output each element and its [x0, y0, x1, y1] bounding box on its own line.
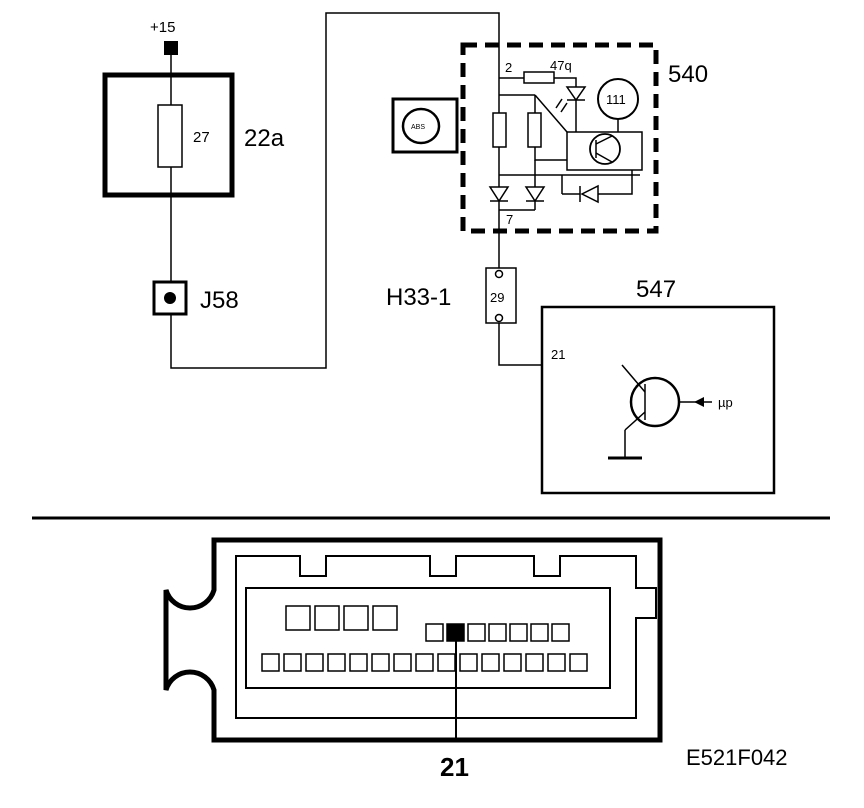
connector-pins-bottom: [261, 653, 588, 672]
connector-pin: [547, 653, 566, 672]
transistor-collector: [595, 135, 613, 145]
supply-label: +15: [150, 19, 175, 36]
connector-pin: [283, 653, 302, 672]
wire-j58-to-540: [170, 12, 500, 369]
resistor-1-icon: [492, 112, 507, 148]
connector-pin: [372, 605, 398, 631]
resistor-to-transistor-wire: [534, 94, 568, 133]
connector-h33-1-pin-bottom: [494, 313, 504, 323]
connector-pin: [569, 653, 588, 672]
connector-pin: [305, 653, 324, 672]
diode-2-icon: [524, 186, 546, 203]
resistor-2-to-transistor: [534, 147, 567, 161]
connector-j58-dot: [164, 292, 176, 304]
connector-pin: [467, 623, 486, 642]
mu-p-label: µp: [718, 395, 733, 410]
connector-pin: [530, 623, 549, 642]
figure-code-label: E521F042: [686, 745, 788, 770]
module-540-border: [460, 42, 659, 234]
fuse-number-label: 27: [193, 129, 210, 146]
connector-pin: [261, 653, 280, 672]
connector-pin: [314, 605, 340, 631]
connector-pin: [349, 653, 368, 672]
connector-pin: [551, 623, 570, 642]
module-547-transistor-emitter: [624, 411, 646, 431]
diode-3-icon: [580, 184, 599, 204]
connector-h33-1-label: H33-1: [386, 284, 451, 311]
resistor-value-label: 47q: [550, 58, 572, 73]
pin-callout-label: 21: [440, 752, 469, 782]
module-547-label: 547: [636, 276, 676, 303]
connector-j58-label: J58: [200, 287, 239, 314]
pin-21-label: 21: [551, 347, 565, 362]
connector-pin: [371, 653, 390, 672]
connector-pin: [343, 605, 369, 631]
connector-pin: [415, 653, 434, 672]
connector-pin: [509, 623, 528, 642]
connector-pin: [327, 653, 346, 672]
lamp-111-label: 111: [606, 92, 626, 107]
transistor-emitter: [595, 152, 613, 163]
resistor-2-icon: [527, 112, 542, 148]
connector-pins-top-left: [285, 605, 398, 631]
connector-pin: [393, 653, 412, 672]
connector-face: [163, 537, 663, 743]
abs-badge-label: ABS: [411, 124, 425, 131]
transistor-icon: [589, 133, 621, 165]
resistor-47q: [523, 71, 555, 84]
mu-p-arrow-icon: [694, 397, 704, 407]
led-ray-2: [560, 102, 568, 113]
connector-h33-1-pin-label: 29: [490, 290, 504, 305]
connector-pins-top-right: [425, 623, 570, 642]
connector-pin: [488, 623, 507, 642]
fuse-box-id-label: 22a: [244, 125, 285, 152]
diode-1-icon: [488, 186, 510, 203]
connector-h33-1-pin-top: [494, 269, 504, 279]
diode-3-lead-right: [598, 170, 633, 195]
connector-pin: [525, 653, 544, 672]
fuse-box-22a: [102, 72, 235, 198]
module-540-label: 540: [668, 61, 708, 88]
resistor-lead-right: [554, 77, 577, 87]
connector-pin: [425, 623, 444, 642]
connector-pin: [481, 653, 500, 672]
module-547-transistor-collector: [621, 364, 646, 393]
abs-lamp-ring: [401, 107, 441, 145]
connector-pin: [503, 653, 522, 672]
connector-pin: [459, 653, 478, 672]
supply-terminal: [164, 41, 178, 55]
pin-7-label: 7: [506, 212, 513, 227]
led-diode-icon: [565, 86, 587, 102]
pin-2-label: 2: [505, 60, 512, 75]
connector-pin: [437, 653, 456, 672]
fuse-27: [157, 104, 183, 168]
led-ray-1: [555, 98, 563, 109]
connector-pin: [285, 605, 311, 631]
